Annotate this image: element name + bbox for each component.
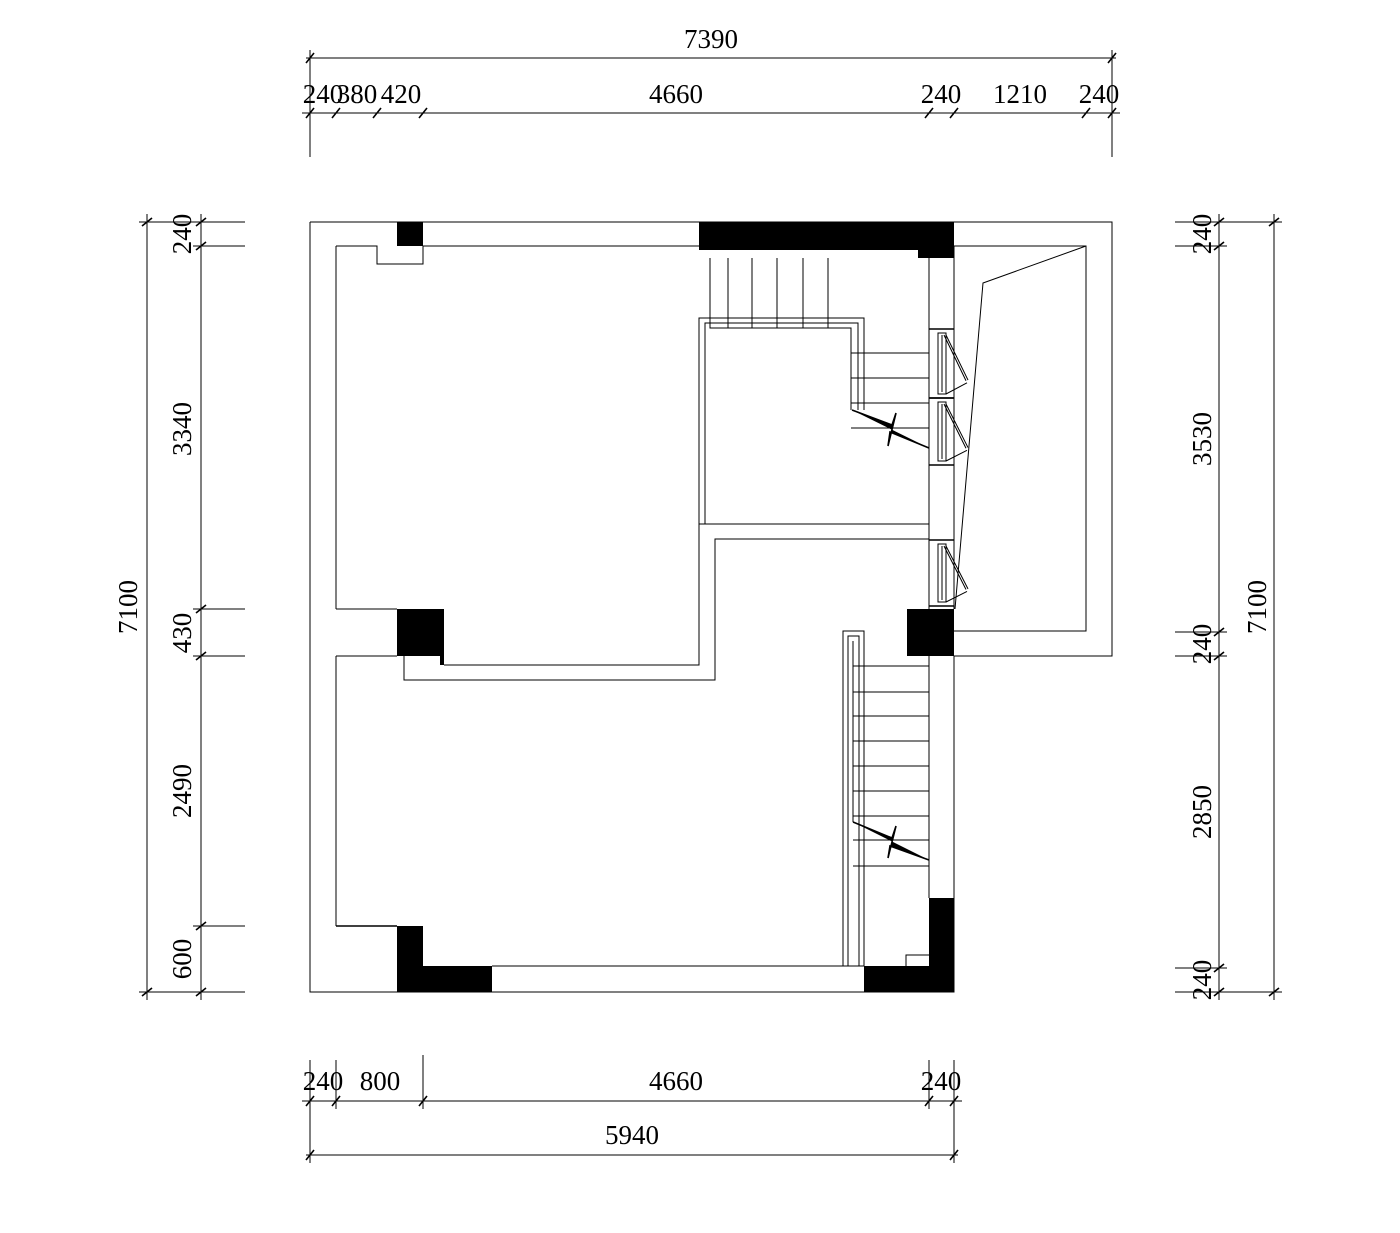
top-overall-label: 7390 xyxy=(684,24,738,54)
left-overall-label: 7100 xyxy=(113,580,143,634)
window-open-leaf xyxy=(945,334,969,381)
upper-stair xyxy=(698,258,930,524)
right-seg-label: 240 xyxy=(1187,624,1217,665)
dimension-tick xyxy=(1081,107,1091,119)
dimension-tick xyxy=(305,52,315,64)
dimension-tick xyxy=(141,217,153,227)
dimension-tick xyxy=(1213,963,1225,973)
window-swing xyxy=(945,449,968,462)
window-open-leaf xyxy=(943,334,967,381)
dimension-tick xyxy=(1213,651,1225,661)
window-sash xyxy=(937,332,947,395)
top-seg-label: 420 xyxy=(381,79,422,109)
dimension-tick xyxy=(1213,217,1225,227)
left-dimensions: 7100 240 3340 430 2490 600 xyxy=(113,214,245,1000)
right-seg-label: 2850 xyxy=(1187,785,1217,839)
left-seg-label: 240 xyxy=(167,214,197,255)
dimension-tick xyxy=(1107,107,1117,119)
dimension-tick xyxy=(924,1095,934,1107)
dimension-tick xyxy=(305,1095,315,1107)
dimension-tick xyxy=(1268,987,1280,997)
dimension-tick xyxy=(418,1095,428,1107)
dimension-tick xyxy=(195,987,207,997)
bottom-seg-label: 4660 xyxy=(649,1066,703,1096)
right-seg-label: 240 xyxy=(1187,214,1217,255)
window-open-leaf xyxy=(943,403,967,449)
window-open-leaf xyxy=(945,545,969,590)
dimension-tick xyxy=(195,217,207,227)
window-open-leaf xyxy=(943,545,967,590)
left-seg-label: 2490 xyxy=(167,764,197,818)
lower-stair xyxy=(842,630,930,966)
dimension-tick xyxy=(141,987,153,997)
dimension-tick xyxy=(1107,52,1117,64)
windows xyxy=(929,328,969,607)
wall-bottom-left xyxy=(397,926,492,992)
right-seg-label: 3530 xyxy=(1187,412,1217,466)
top-seg-label: 1210 xyxy=(993,79,1047,109)
window-sash xyxy=(937,401,947,462)
top-seg-label: 240 xyxy=(303,79,344,109)
window-swing xyxy=(945,382,968,395)
window-open-leaf xyxy=(945,403,969,448)
bottom-overall-label: 5940 xyxy=(605,1120,659,1150)
column xyxy=(397,609,444,665)
wall-outlines xyxy=(309,221,1113,993)
dimension-tick xyxy=(331,107,341,119)
dimension-tick xyxy=(305,107,315,119)
bottom-seg-label: 240 xyxy=(921,1066,962,1096)
wall-bottom-right xyxy=(864,898,954,992)
dimension-tick xyxy=(195,921,207,931)
dimension-tick xyxy=(418,107,428,119)
dimension-tick xyxy=(195,651,207,661)
wall-top-right xyxy=(699,222,954,258)
dimension-tick xyxy=(949,107,959,119)
left-seg-label: 3340 xyxy=(167,402,197,456)
bottom-dimensions: 240 800 4660 240 5940 xyxy=(302,1055,962,1163)
top-seg-label: 240 xyxy=(921,79,962,109)
dimension-tick xyxy=(195,604,207,614)
dimension-tick xyxy=(305,1149,315,1161)
top-dimensions: 7390 240 380 420 4660 240 1210 240 xyxy=(302,24,1120,157)
dimension-tick xyxy=(924,107,934,119)
window-sash xyxy=(937,543,947,603)
bottom-seg-label: 240 xyxy=(303,1066,344,1096)
dimension-tick xyxy=(1213,627,1225,637)
dimension-tick xyxy=(949,1149,959,1161)
column xyxy=(397,222,423,246)
top-seg-label: 240 xyxy=(1079,79,1120,109)
solid-walls xyxy=(397,222,954,992)
dimension-tick xyxy=(1268,217,1280,227)
right-overall-label: 7100 xyxy=(1242,580,1272,634)
left-seg-label: 430 xyxy=(167,613,197,654)
dimension-tick xyxy=(372,107,382,119)
left-seg-label: 600 xyxy=(167,939,197,980)
dimension-tick xyxy=(949,1095,959,1107)
column xyxy=(907,609,954,656)
top-seg-label: 4660 xyxy=(649,79,703,109)
top-seg-label: 380 xyxy=(337,79,378,109)
dimension-tick xyxy=(195,241,207,251)
right-seg-label: 240 xyxy=(1187,960,1217,1001)
right-dimensions: 240 3530 240 2850 240 7100 xyxy=(1175,214,1282,1001)
dimension-tick xyxy=(1213,987,1225,997)
dimension-tick xyxy=(1213,241,1225,251)
dimension-tick xyxy=(331,1095,341,1107)
bottom-seg-label: 800 xyxy=(360,1066,401,1096)
window-swing xyxy=(945,591,968,603)
